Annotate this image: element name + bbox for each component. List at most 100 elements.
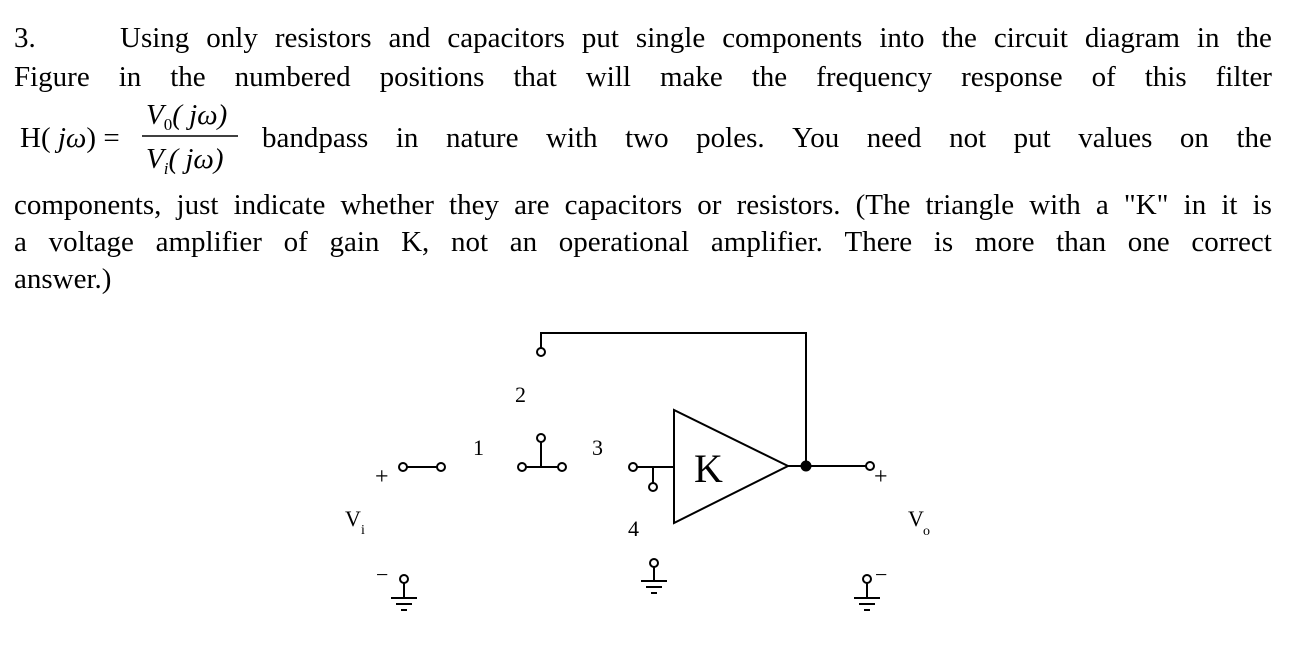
line-5-word: an	[509, 226, 538, 258]
equation-numerator: V0( jω)	[146, 99, 227, 134]
line-3-word: values	[1078, 122, 1153, 154]
output-junction-dot	[800, 460, 812, 472]
line-4-word: is	[1252, 189, 1272, 221]
line-3-word: put	[1013, 122, 1051, 154]
line-4-word: capacitors	[564, 189, 683, 221]
line-5-word: correct	[1191, 226, 1272, 258]
line-3-word: nature	[445, 122, 519, 154]
vi-minus-sign: −	[376, 562, 388, 587]
line-2-word: Figure	[14, 61, 90, 93]
line-2-word: make	[659, 61, 723, 93]
line-4-word: triangle	[925, 189, 1015, 221]
line-2-word: will	[585, 61, 631, 93]
line-2-word: the	[170, 61, 206, 93]
line-1-word: only	[206, 22, 258, 54]
line-3-word: poles.	[696, 122, 765, 154]
line-1-word: components	[722, 22, 863, 54]
line-3-word: need	[866, 122, 922, 154]
line-2-word: response	[961, 61, 1063, 93]
line-3-word: in	[395, 122, 419, 154]
line-4-word: it	[1221, 189, 1238, 221]
position-1-label: 1	[473, 435, 484, 460]
position-3-label: 3	[592, 435, 603, 460]
amplifier-triangle	[673, 408, 791, 525]
line-1-word: single	[635, 22, 706, 54]
amplifier-gain-label: K	[694, 446, 723, 491]
line-5-word: amplifier.	[710, 226, 823, 258]
line-1-word: into	[879, 22, 925, 54]
line-1-word: the	[1236, 22, 1272, 54]
line-2-word: that	[513, 61, 557, 93]
line-4-word: indicate	[233, 189, 326, 221]
line-4-word: with	[1029, 189, 1081, 221]
vi-subscript: i	[361, 523, 365, 538]
terminal-1-left	[436, 462, 446, 472]
line-2-word: the	[751, 61, 788, 93]
line-4-word: in	[1183, 189, 1207, 221]
line-3-word: two	[625, 122, 669, 154]
position-2-label: 2	[515, 382, 526, 407]
line-5-word: is	[933, 226, 954, 258]
terminal-1-right	[517, 462, 527, 472]
line-5-word: There	[844, 226, 913, 258]
vo-label: V	[908, 506, 924, 531]
line-3-word: the	[1236, 122, 1272, 154]
line-5-word: K,	[401, 226, 430, 258]
line-2-word: positions	[379, 61, 485, 93]
equation-lhs: H( jω) =	[20, 122, 120, 154]
line-2-word: frequency	[816, 61, 933, 93]
line-1-word: circuit	[993, 22, 1068, 54]
line-1-word: and	[388, 22, 431, 54]
terminal-3-left	[557, 462, 567, 472]
output-ground-symbol: −	[854, 562, 887, 611]
line-3-word: with	[546, 122, 598, 154]
feedback-wire	[540, 332, 807, 466]
line-4-word: a	[1095, 189, 1109, 221]
line-4-word: resistors.	[736, 189, 841, 221]
line-3-word: bandpass	[262, 122, 369, 154]
line-5-word: operational	[558, 226, 690, 258]
line-1-word: the	[941, 22, 977, 54]
vi-label: V	[345, 506, 361, 531]
position-4-ground-symbol	[641, 558, 667, 594]
vi-plus-terminal	[398, 462, 408, 472]
line-1-word: put	[581, 22, 619, 54]
line-1-word: resistors	[274, 22, 372, 54]
line-2-word: in	[118, 61, 142, 93]
line-2-word: filter	[1215, 61, 1272, 93]
line-5-word: gain	[329, 226, 380, 258]
transfer-function-equation: H( jω) = V0( jω) Vi( jω)	[20, 99, 238, 178]
vo-plus-sign: +	[874, 464, 888, 490]
line-5-word: than	[1056, 226, 1107, 258]
vo-subscript: o	[923, 524, 930, 539]
line-4-word: they	[449, 189, 499, 221]
line-2-word: this	[1144, 61, 1187, 93]
line-5-word: of	[283, 226, 308, 258]
equation-denominator: Vi( jω)	[146, 143, 224, 178]
line-2-word: of	[1091, 61, 1116, 93]
question-number: 3.	[14, 22, 36, 54]
line-5-word: voltage	[48, 226, 134, 258]
question-line-6: answer.)	[14, 263, 112, 295]
line-5-word: more	[974, 226, 1035, 258]
vi-plus-sign: +	[375, 464, 389, 490]
line-4-word: whether	[340, 189, 434, 221]
line-4-word: are	[514, 189, 550, 221]
line-4-word: or	[697, 189, 722, 221]
line-5-word: one	[1127, 226, 1170, 258]
line-5-word: not	[450, 226, 489, 258]
terminal-3-right	[628, 462, 638, 472]
vo-plus-terminal	[865, 461, 875, 471]
line-5-word: a	[14, 226, 27, 258]
terminal-2-bottom	[536, 433, 546, 443]
line-3-word: You	[792, 122, 840, 154]
line-2-word: numbered	[234, 61, 351, 93]
vo-minus-sign: −	[875, 562, 887, 587]
line-5-word: amplifier	[155, 226, 262, 258]
